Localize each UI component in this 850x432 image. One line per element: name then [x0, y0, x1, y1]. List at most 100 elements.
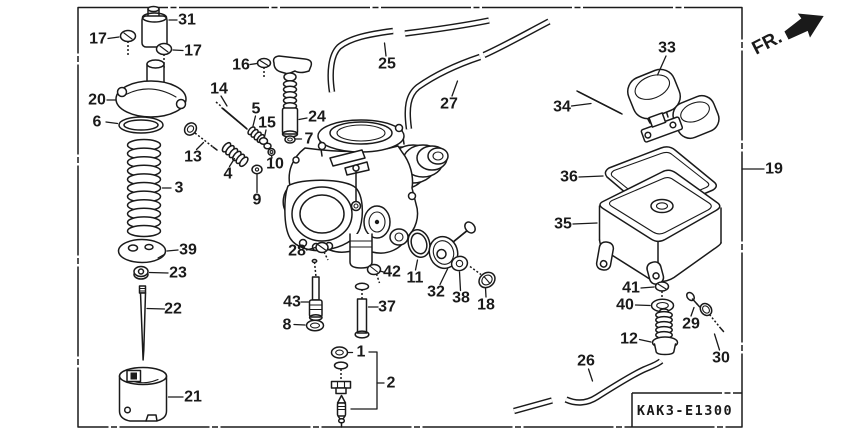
part-label-2: 2 [387, 375, 396, 392]
leader-line-25 [383, 42, 387, 57]
part-label-28: 28 [288, 243, 306, 260]
leader-line-4 [228, 157, 236, 168]
part-42-screw [366, 263, 382, 284]
leader-line-11 [414, 259, 419, 271]
part-label-21: 21 [184, 389, 202, 406]
part-37-plug-bolt [354, 282, 370, 339]
part-label-6: 6 [93, 114, 102, 131]
leader-line-40 [634, 304, 651, 307]
part-label-10: 10 [266, 156, 284, 173]
part-24-choke-lever [272, 55, 313, 138]
part-27-tube [404, 18, 551, 130]
part-label-36: 36 [560, 169, 578, 186]
part-2-jet-set [330, 361, 352, 428]
leader-line-33 [656, 55, 667, 76]
fr-arrow-icon [784, 13, 824, 40]
part-label-1: 1 [357, 344, 366, 361]
part-label-7: 7 [305, 131, 314, 148]
carburetor-body [282, 119, 449, 269]
part-1-oring [330, 346, 349, 359]
leader-line-18 [484, 287, 487, 298]
part-label-11: 11 [407, 270, 424, 287]
part-11-oring [407, 229, 431, 258]
part-label-19: 19 [765, 161, 783, 178]
part-32-fuel-joint [428, 221, 476, 270]
part-33-float [627, 68, 720, 143]
part-22-jet-needle [138, 285, 147, 361]
diagram-border [77, 6, 743, 428]
part-label-33: 33 [658, 40, 676, 57]
part-20-top-cover [115, 59, 187, 118]
leader-line-39 [166, 249, 179, 252]
part-label-17b: 17 [184, 43, 202, 60]
leader-line-10 [270, 154, 273, 159]
leader-line-41 [640, 286, 655, 289]
leader-line-22 [146, 307, 166, 310]
part-41-screw [654, 281, 670, 299]
part-9-washer [251, 164, 263, 175]
part-label-39: 39 [179, 242, 197, 259]
part-28-screw [315, 241, 329, 261]
leader-line-35 [572, 222, 598, 225]
part-13-screw [183, 122, 218, 151]
leader-line-15 [263, 129, 267, 138]
label-bracket-1-2 [350, 351, 385, 410]
part-label-16: 16 [232, 57, 250, 74]
part-3-spring [126, 138, 162, 238]
part-label-25: 25 [378, 56, 396, 73]
part-23-nut [133, 265, 149, 280]
part-26-fuel-tube [513, 358, 664, 415]
leader-line-13 [195, 141, 205, 151]
part-43-needle-set [308, 258, 323, 322]
part-label-4: 4 [224, 166, 233, 183]
part-label-22: 22 [164, 301, 182, 318]
part-label-27: 27 [440, 96, 458, 113]
leader-line-26 [587, 368, 594, 382]
part-label-30: 30 [712, 350, 730, 367]
part-label-20: 20 [88, 92, 106, 109]
part-31-cap [141, 5, 168, 48]
part-label-24: 24 [308, 109, 326, 126]
leader-line-30 [713, 333, 721, 351]
part-4-spring [221, 141, 249, 168]
part-18-bolt [469, 265, 496, 289]
part-38-washer [450, 255, 469, 272]
fr-direction-indicator: FR. [749, 13, 824, 59]
part-10-oring [267, 147, 276, 157]
leader-line-36 [578, 175, 604, 178]
part-label-9: 9 [253, 192, 262, 209]
part-label-32: 32 [427, 284, 445, 301]
part-7-oring [284, 135, 296, 144]
part-label-13: 13 [184, 149, 202, 166]
part-label-17a: 17 [89, 31, 107, 48]
part-label-40: 40 [616, 297, 634, 314]
part-34-float-pin [576, 90, 623, 115]
part-16-screw [256, 57, 272, 79]
part-30-screw [699, 302, 725, 333]
leader-line-14 [220, 95, 228, 107]
leader-line-8 [293, 323, 306, 326]
leader-line-17b [172, 49, 184, 52]
leader-line-6 [105, 121, 119, 125]
part-label-8: 8 [283, 317, 292, 334]
leader-line-12 [638, 338, 652, 343]
part-6-oring [118, 116, 164, 134]
part-label-41: 41 [622, 280, 640, 297]
part-17-screw-a [119, 29, 137, 57]
part-25-tube [327, 17, 490, 93]
part-14-needle-jet [215, 101, 248, 130]
part-35-float-bowl [595, 169, 722, 285]
part-29-screw [686, 291, 701, 308]
part-label-14: 14 [210, 81, 228, 98]
part-label-23: 23 [169, 265, 187, 282]
part-8-oring [305, 319, 325, 332]
part-label-35: 35 [554, 216, 572, 233]
leader-line-38 [458, 271, 462, 292]
part-label-43: 43 [283, 294, 301, 311]
part-label-42: 42 [383, 264, 401, 281]
diagram-code: KAK3-E1300 [637, 403, 733, 419]
leader-line-17a [107, 36, 120, 40]
